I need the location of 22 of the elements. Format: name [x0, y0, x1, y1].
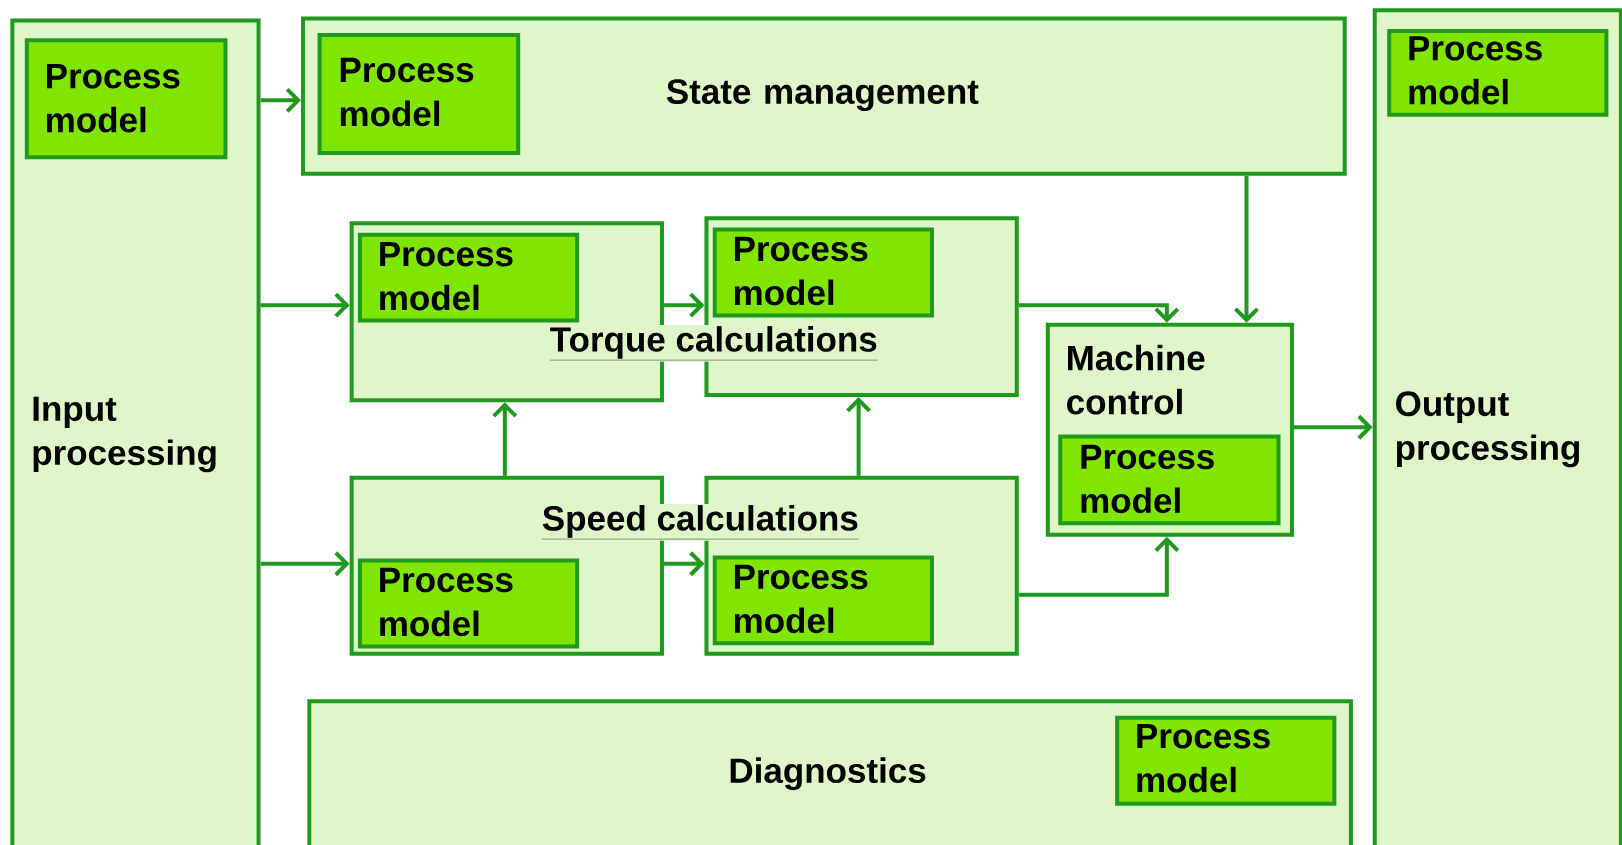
process-model-box: Process model [317, 33, 521, 156]
arrow [1293, 414, 1373, 440]
arrow [1018, 536, 1180, 597]
arrow [1234, 175, 1259, 323]
arrow [1018, 303, 1180, 323]
process-model-box: Process model [24, 38, 228, 160]
process-model-box: Process model [712, 227, 934, 318]
process-model-box: Process model [357, 232, 580, 323]
arrow [260, 292, 350, 318]
section-heading: Speed calculations [540, 504, 860, 541]
arrow [664, 292, 705, 318]
section-heading: Torque calculations [548, 325, 879, 362]
process-model-box: Process model [1387, 28, 1609, 117]
arrow [664, 551, 705, 577]
arrow [492, 402, 518, 476]
process-model-box: Process model [1115, 715, 1337, 806]
arrow [846, 397, 871, 476]
arrow [260, 551, 350, 577]
arrow [260, 87, 302, 113]
process-model-box: Process model [712, 555, 934, 646]
process-model-box: Process model [357, 558, 580, 649]
process-model-box: Process model [1058, 434, 1281, 526]
